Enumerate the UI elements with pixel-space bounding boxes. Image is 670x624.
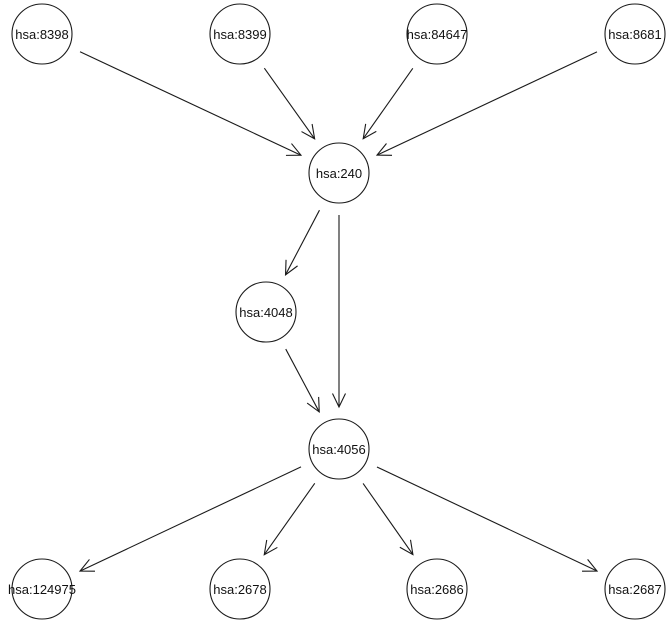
arrowhead [306, 396, 320, 414]
arrowhead [331, 393, 347, 409]
node-layer: hsa:8398 hsa:8399 hsa:84647 hsa:8681 hsa:240… [8, 3, 666, 620]
edge-line [79, 466, 302, 572]
node-label: hsa:4048 [239, 305, 293, 320]
node-84647[interactable]: hsa:84647 [406, 3, 468, 65]
edge-240-to-4048 [284, 209, 320, 276]
edge-4048-to-4056 [285, 348, 320, 414]
edge-4056-to-2678 [263, 482, 316, 556]
node-circle [308, 418, 370, 480]
arrowhead [285, 143, 303, 156]
edge-4056-to-2687 [376, 466, 599, 572]
node-8398[interactable]: hsa:8398 [11, 3, 73, 65]
node-label: hsa:240 [316, 166, 362, 181]
edge-line [362, 68, 414, 139]
arrowhead [301, 123, 316, 140]
node-circle [209, 558, 271, 620]
node-label: hsa:2678 [213, 582, 267, 597]
edge-line [263, 482, 316, 556]
edge-line [376, 466, 598, 572]
node-240[interactable]: hsa:240 [308, 142, 370, 204]
edge-line [285, 209, 320, 276]
edge-line [376, 51, 598, 156]
arrowhead [78, 559, 95, 572]
edge-4056-to-2686 [362, 483, 414, 556]
node-circle [308, 142, 370, 204]
node-label: hsa:8681 [608, 27, 662, 42]
node-2678[interactable]: hsa:2678 [209, 558, 271, 620]
node-4056[interactable]: hsa:4056 [308, 418, 370, 480]
node-4048[interactable]: hsa:4048 [235, 281, 297, 343]
node-label: hsa:8398 [15, 27, 69, 42]
node-circle [406, 558, 468, 620]
node-label: hsa:4056 [312, 442, 366, 457]
edge-line [285, 348, 320, 413]
edge-line [263, 67, 316, 140]
node-circle [235, 281, 297, 343]
edge-8681-to-240 [375, 51, 598, 156]
node-circle [604, 3, 666, 65]
arrowhead [362, 123, 377, 140]
node-2687[interactable]: hsa:2687 [604, 558, 666, 620]
node-circle [604, 558, 666, 620]
node-8681[interactable]: hsa:8681 [604, 3, 666, 65]
edge-8399-to-240 [263, 67, 316, 140]
arrowhead [399, 539, 414, 556]
arrowhead [284, 259, 298, 276]
edge-line [79, 51, 302, 156]
node-label: hsa:2686 [410, 582, 464, 597]
edge-4056-to-124975 [78, 466, 302, 572]
node-circle [11, 3, 73, 65]
node-label: hsa:8399 [213, 27, 267, 42]
node-circle [209, 3, 271, 65]
edge-240-to-4056 [331, 215, 347, 409]
edge-84647-to-240 [362, 68, 414, 140]
arrowhead [263, 539, 278, 556]
node-circle [406, 3, 468, 65]
edge-layer [78, 51, 599, 572]
node-2686[interactable]: hsa:2686 [406, 558, 468, 620]
node-8399[interactable]: hsa:8399 [209, 3, 271, 65]
node-label: hsa:124975 [8, 582, 76, 597]
node-124975[interactable]: hsa:124975 [8, 558, 76, 620]
edge-8398-to-240 [79, 51, 303, 156]
node-label: hsa:84647 [407, 27, 468, 42]
node-label: hsa:2687 [608, 582, 662, 597]
arrowhead [582, 559, 599, 572]
edge-line [362, 483, 414, 555]
arrowhead [375, 143, 393, 156]
node-circle [11, 558, 73, 620]
